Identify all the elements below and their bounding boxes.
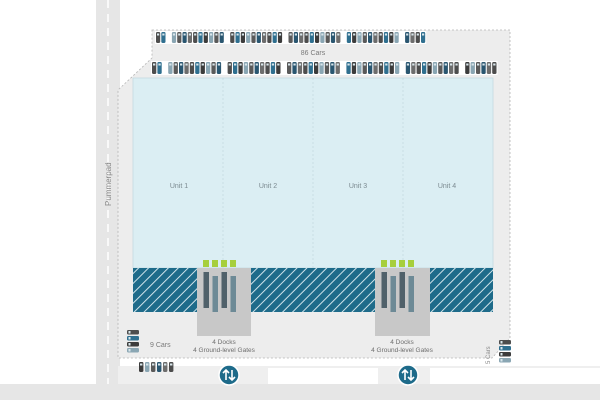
dock-door — [408, 260, 414, 267]
dock-door — [390, 260, 396, 267]
dock-door — [212, 260, 218, 267]
truck — [203, 272, 209, 308]
parking-label-right: 5 Cars — [486, 346, 492, 364]
dock-bays-left — [203, 260, 236, 312]
dock-door — [399, 260, 405, 267]
dock-door — [203, 260, 209, 267]
dock-door — [221, 260, 227, 267]
road-label: Pummerpad — [104, 162, 113, 206]
unit-label: Unit 2 — [258, 183, 278, 190]
unit-label: Unit 1 — [169, 183, 189, 190]
parking-right — [499, 340, 511, 363]
dock-info-right: 4 Docks 4 Ground-level Gates — [371, 339, 433, 355]
hatched-area-1 — [133, 268, 197, 312]
unit-label: Unit 4 — [437, 183, 457, 190]
hatched-area-2 — [251, 268, 375, 312]
parking-left — [127, 330, 139, 353]
entrance-exit-arrows-icon[interactable] — [218, 364, 240, 386]
truck — [390, 276, 396, 312]
parking-label-left: 9 Cars — [150, 342, 171, 349]
unit-label: Unit 3 — [348, 183, 368, 190]
dock-count: 4 Docks — [390, 339, 414, 346]
bottom-road — [0, 384, 600, 400]
truck — [221, 272, 227, 308]
gate-count: 4 Ground-level Gates — [371, 347, 433, 354]
parking-row-top — [155, 31, 427, 44]
parking-row-second — [151, 61, 498, 75]
dock-count: 4 Docks — [212, 339, 236, 346]
truck — [212, 276, 218, 312]
dock-bays-right — [381, 260, 414, 312]
gate-count: 4 Ground-level Gates — [193, 347, 255, 354]
parking-bottom-left — [139, 362, 174, 372]
entrance-exit-arrows-icon[interactable] — [397, 364, 419, 386]
parking-label-top: 86 Cars — [300, 50, 326, 57]
dock-info-left: 4 Docks 4 Ground-level Gates — [193, 339, 255, 355]
truck — [230, 276, 236, 312]
truck — [399, 272, 405, 308]
hatched-area-3 — [430, 268, 493, 312]
truck — [381, 272, 387, 308]
dock-door — [381, 260, 387, 267]
truck — [408, 276, 414, 312]
dock-door — [230, 260, 236, 267]
